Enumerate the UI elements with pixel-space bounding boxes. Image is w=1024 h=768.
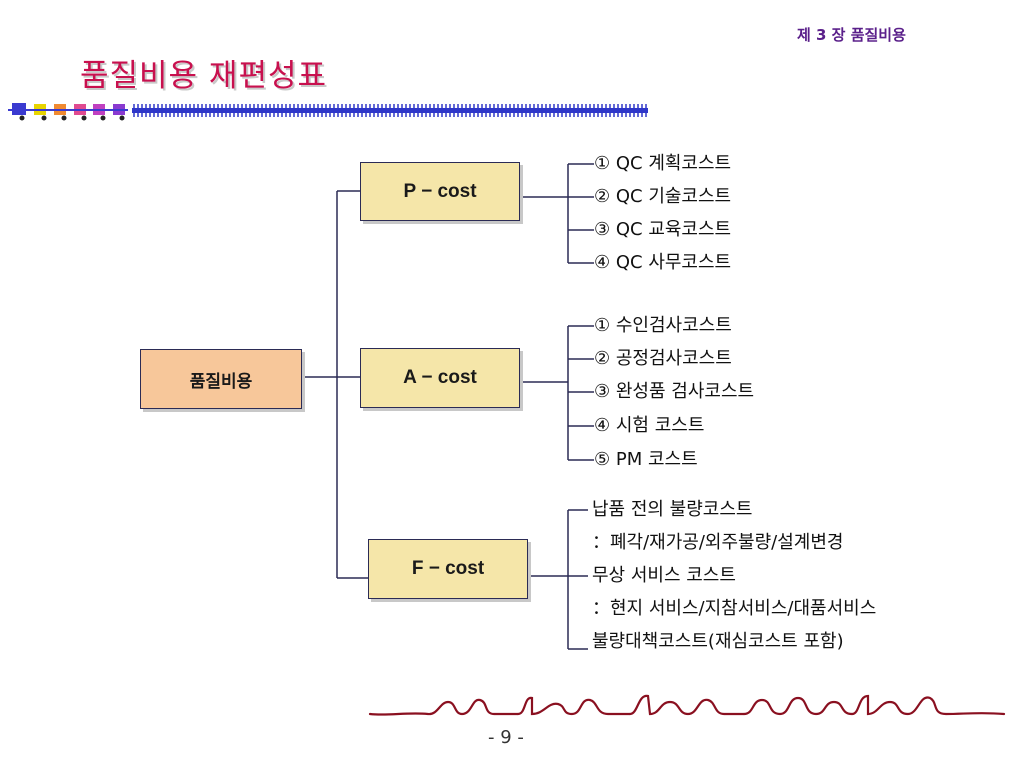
p-cost-connector bbox=[520, 163, 594, 264]
a-cost-label: A − cost bbox=[403, 367, 477, 388]
decoration-squares bbox=[8, 103, 128, 121]
a-cost-item: ⑤ PM 코스트 bbox=[594, 449, 698, 470]
a-cost-item: ② 공정검사코스트 bbox=[594, 348, 732, 369]
p-cost-box: P − cost bbox=[360, 162, 520, 221]
f-cost-item: 납품 전의 불량코스트 bbox=[592, 499, 753, 520]
f-cost-box: F − cost bbox=[368, 539, 528, 599]
f-cost-item: 불량대책코스트(재심코스트 포함) bbox=[592, 631, 844, 652]
a-cost-item: ③ 완성품 검사코스트 bbox=[594, 381, 755, 402]
p-cost-item: ④ QC 사무코스트 bbox=[594, 252, 732, 273]
page-title: 품질비용 재편성표 bbox=[80, 58, 328, 94]
footer-ornament bbox=[368, 694, 1006, 716]
f-cost-connector bbox=[528, 509, 588, 650]
p-cost-item: ① QC 계획코스트 bbox=[594, 153, 732, 174]
decoration-ruler bbox=[132, 104, 648, 117]
chapter-label: 제 3 장 품질비용 bbox=[797, 26, 906, 44]
p-cost-label: P − cost bbox=[403, 180, 477, 202]
root-branch-connector bbox=[302, 190, 368, 579]
f-cost-item: ：폐각/재가공/외주불량/설계변경 bbox=[592, 532, 844, 553]
p-cost-item: ③ QC 교육코스트 bbox=[594, 219, 732, 240]
title-decoration bbox=[8, 103, 648, 121]
f-cost-item: ：현지 서비스/지참서비스/대품서비스 bbox=[592, 598, 877, 619]
a-cost-item: ④ 시험 코스트 bbox=[594, 415, 705, 436]
a-cost-connector bbox=[520, 325, 594, 461]
page-number: - 9 - bbox=[488, 727, 524, 748]
a-cost-item: ① 수인검사코스트 bbox=[594, 315, 732, 336]
p-cost-item: ② QC 기술코스트 bbox=[594, 186, 732, 207]
a-cost-box: A − cost bbox=[360, 348, 520, 408]
f-cost-item: 무상 서비스 코스트 bbox=[592, 565, 736, 586]
root-node-label: 품질비용 bbox=[189, 371, 253, 392]
root-node-box: 품질비용 bbox=[140, 349, 302, 409]
f-cost-label: F − cost bbox=[411, 558, 485, 579]
